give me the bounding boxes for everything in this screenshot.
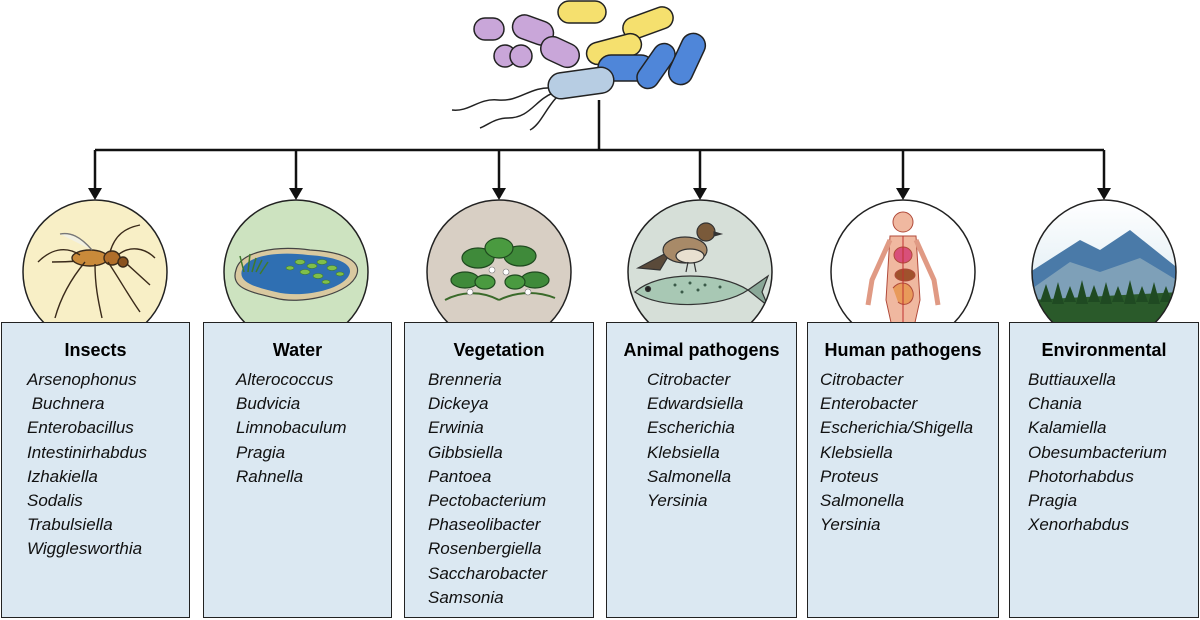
genus-item: Enterobacter (820, 394, 918, 414)
genus-item: Samsonia (428, 587, 504, 607)
genus-item: Salmonella (820, 491, 905, 511)
genus-list: Citrobacter Enterobacter Escherichia/Shi… (808, 368, 998, 537)
human-pathogens-illustration (830, 199, 976, 345)
genus-item: Obesumbacterium (1028, 442, 1167, 462)
genus-item: Kalamiella (1028, 418, 1107, 438)
environmental-illustration (1031, 199, 1177, 345)
water-illustration (223, 199, 369, 345)
arrowheads (88, 188, 1111, 200)
bacterium-icon (622, 6, 674, 40)
bacterium-icon (557, 0, 607, 24)
genus-item: Yersinia (647, 491, 708, 511)
genus-item: Xenorhabdus (1028, 515, 1130, 535)
bacterium-icon (539, 35, 581, 69)
genus-item: Pantoea (428, 466, 492, 486)
category-title: Vegetation (453, 340, 545, 360)
pond-icon (234, 247, 358, 301)
genus-item: Escherichia/Shigella (820, 418, 974, 438)
genus-item: Klebsiella (820, 442, 893, 462)
flagellum-icon (479, 92, 554, 129)
genus-item: Salmonella (647, 466, 732, 486)
genus-item: Rosenbergiella (428, 539, 542, 559)
genus-item: Erwinia (428, 418, 484, 438)
genus-item: Buttiauxella (1028, 370, 1116, 389)
plant-icon (444, 237, 556, 301)
arrow-down-icon (1097, 188, 1111, 200)
bacterium-icon (667, 32, 707, 86)
genus-item: Intestinirhabdus (27, 442, 148, 462)
category-title: Insects (64, 340, 127, 360)
genus-item: Edwardsiella (647, 394, 744, 414)
genus-item: Arsenophonus (27, 370, 137, 389)
bacterium-icon (547, 66, 615, 100)
vegetation-illustration (426, 199, 572, 345)
category-title: Animal pathogens (623, 340, 780, 360)
category-box-human-pathogens: Human pathogens Citrobacter Enterobacter… (807, 322, 999, 618)
genus-item: Citrobacter (820, 370, 904, 389)
genus-list: Alterococcus Budvicia Limnobaculum Pragi… (204, 368, 391, 489)
arrow-down-icon (896, 188, 910, 200)
animal-pathogens-illustration (627, 199, 773, 345)
genus-list: Buttiauxella Chania Kalamiella Obesumbac… (1010, 368, 1198, 537)
genus-list: Citrobacter Edwardsiella Escherichia Kle… (607, 368, 796, 513)
genus-item: Budvicia (236, 394, 301, 414)
category-title: Environmental (1041, 340, 1167, 360)
genus-item: Brenneria (428, 370, 502, 389)
category-box-animal-pathogens: Animal pathogens Citrobacter Edwardsiell… (606, 322, 797, 618)
bird-and-fish-icon (634, 222, 770, 307)
category-title: Human pathogens (824, 340, 982, 360)
arrow-down-icon (492, 188, 506, 200)
genus-item: Trabulsiella (27, 515, 113, 535)
genus-item: Yersinia (820, 515, 881, 535)
genus-list: Brenneria Dickeya Erwinia Gibbsiella Pan… (405, 368, 593, 610)
genus-item: Chania (1028, 394, 1082, 414)
bacterium-icon (509, 44, 533, 68)
genus-item: Alterococcus (236, 370, 334, 389)
genus-item: Saccharobacter (428, 563, 548, 583)
bacteria-cluster-icon (451, 0, 707, 131)
genus-item: Izhakiella (27, 466, 98, 486)
genus-item: Dickeya (428, 394, 489, 414)
genus-item: Photorhabdus (1028, 466, 1134, 486)
genus-item: Escherichia (647, 418, 735, 438)
genus-item: Pectobacterium (428, 491, 547, 511)
genus-item: Buchnera (27, 394, 105, 414)
mosquito-icon (37, 224, 156, 319)
genus-item: Sodalis (27, 491, 83, 511)
bacterium-icon (636, 42, 676, 90)
category-box-vegetation: Vegetation Brenneria Dickeya Erwinia Gib… (404, 322, 594, 618)
category-box-environmental: Environmental Buttiauxella Chania Kalami… (1009, 322, 1199, 618)
genus-item: Phaseolibacter (428, 515, 541, 535)
genus-item: Rahnella (236, 466, 304, 486)
genus-item: Citrobacter (647, 370, 731, 389)
insects-illustration (22, 199, 168, 345)
arrow-down-icon (289, 188, 303, 200)
arrow-down-icon (88, 188, 102, 200)
category-title: Water (272, 340, 323, 360)
human-anatomy-icon (865, 211, 941, 344)
arrow-down-icon (693, 188, 707, 200)
genus-item: Gibbsiella (428, 442, 503, 462)
genus-item: Proteus (820, 466, 879, 486)
flagellum-icon (451, 87, 554, 111)
genus-item: Pragia (236, 442, 286, 462)
category-box-insects: Insects Arsenophonus Buchnera Enterobaci… (1, 322, 190, 618)
genus-item: Enterobacillus (27, 418, 134, 438)
flagellum-icon (529, 97, 557, 131)
connector-tree (93, 100, 1106, 190)
bacterium-icon (473, 17, 505, 41)
genus-list: Arsenophonus Buchnera Enterobacillus Int… (2, 368, 189, 562)
genus-item: Klebsiella (647, 442, 720, 462)
genus-item: Pragia (1028, 491, 1078, 511)
genus-item: Limnobaculum (236, 418, 347, 438)
genus-item: Wigglesworthia (27, 539, 143, 559)
category-box-water: Water Alterococcus Budvicia Limnobaculum… (203, 322, 392, 618)
